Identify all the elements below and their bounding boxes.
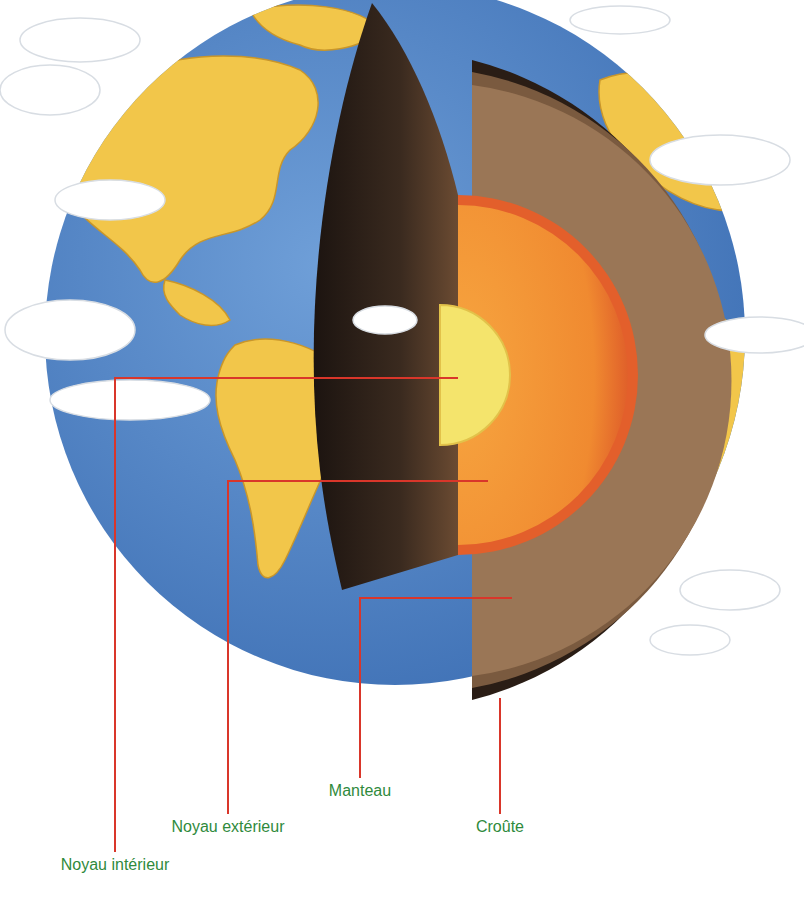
layer-label: Croûte: [476, 817, 524, 836]
layer-label: Noyau extérieur: [172, 817, 285, 836]
layer-label: Noyau intérieur: [61, 855, 170, 874]
leader-line: [115, 378, 458, 852]
layer-label: Manteau: [329, 781, 391, 800]
leader-line: [499, 698, 501, 814]
leader-lines: [115, 378, 512, 852]
leader-line: [228, 481, 488, 814]
cut-face: [314, 3, 458, 590]
inner-core: [440, 305, 510, 445]
clouds: [0, 6, 804, 655]
leader-line: [360, 598, 512, 778]
